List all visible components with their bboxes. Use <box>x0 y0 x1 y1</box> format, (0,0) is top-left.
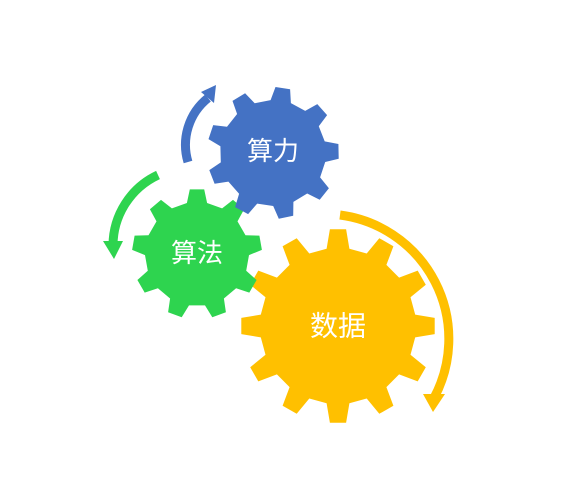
compute-gear-icon <box>208 87 339 219</box>
algorithm-gear-icon <box>132 189 262 318</box>
gear-compute: 算力 <box>208 87 339 219</box>
gear-algorithm-label: 算法 <box>171 239 223 269</box>
data-cycle-arrow <box>339 210 454 412</box>
data-arrowhead-icon <box>423 394 445 412</box>
gear-algorithm: 算法 <box>132 189 262 318</box>
gear-compute-label: 算力 <box>247 137 299 167</box>
data-gear-icon <box>241 229 435 423</box>
data-arc-arrow-body <box>339 210 454 401</box>
gear-data-label: 数据 <box>310 310 366 343</box>
gear-data: 数据 <box>241 229 435 423</box>
algorithm-arrowhead-icon <box>103 241 123 259</box>
compute-arrowhead-icon <box>201 85 216 103</box>
algorithm-cycle-arrow <box>103 170 161 259</box>
compute-arc-arrow-body <box>180 94 211 164</box>
algorithm-arc-arrow-body <box>108 170 161 246</box>
compute-cycle-arrow <box>180 85 216 164</box>
